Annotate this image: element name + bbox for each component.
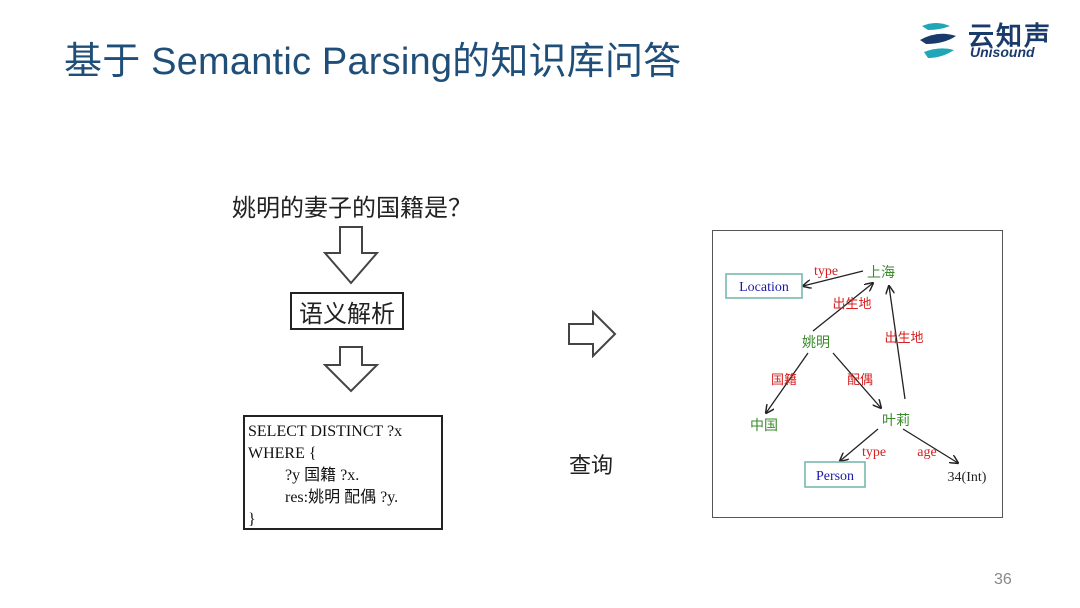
page-number: 36: [994, 571, 1012, 588]
shanghai-node: 上海: [867, 265, 895, 281]
location-node-box: [725, 273, 803, 299]
logo-text-cn: 云知声: [968, 22, 1053, 52]
edge-age: [902, 428, 958, 463]
yeli-node: 叶莉: [882, 413, 910, 429]
age-value-node: 34(Int): [948, 470, 987, 485]
sparql-query-box: SELECT DISTINCT ?x WHERE { ?y 国籍 ?x. res…: [243, 415, 443, 530]
edge-label-birthplace2: 出生地: [884, 331, 923, 346]
logo-mark-icon: [920, 23, 956, 58]
knowledge-graph-panel: Location 上海 姚明 中国 叶莉 Person 34(Int) type…: [712, 230, 1003, 518]
edge-label-age: age: [917, 445, 936, 460]
sparql-line: ?y 国籍 ?x.: [285, 467, 360, 484]
edge-type1: [803, 270, 864, 286]
yaoming-node: 姚明: [802, 335, 830, 351]
edge-label-spouse: 配偶: [847, 373, 873, 388]
sparql-line: WHERE {: [248, 445, 317, 462]
edge-label-birthplace1: 出生地: [832, 297, 871, 312]
knowledge-graph: Location 上海 姚明 中国 叶莉 Person 34(Int) type…: [725, 264, 987, 488]
edge-nationality: [766, 352, 809, 413]
edge-label-type1: type: [814, 264, 838, 279]
location-node: Location: [739, 280, 789, 295]
right-arrow-icon: [568, 310, 617, 358]
semantic-parsing-box: 语义解析: [290, 292, 404, 330]
question-text: 姚明的妻子的国籍是？: [232, 194, 472, 222]
sparql-line: SELECT DISTINCT ?x: [248, 423, 403, 440]
edge-type2: [840, 428, 879, 461]
query-label: 查询: [569, 454, 614, 479]
unisound-logo: 云知声 Unisound: [916, 18, 1066, 64]
edge-birthplace1: [812, 283, 873, 332]
page-title: 基于 Semantic Parsing的知识库问答: [64, 41, 682, 83]
edge-label-type2: type: [862, 445, 886, 460]
edge-spouse: [832, 352, 881, 408]
edge-birthplace2: [889, 286, 906, 400]
sparql-line: }: [248, 511, 256, 528]
person-node-box: [804, 461, 866, 488]
sparql-line: res:姚明 配偶 ?y.: [285, 489, 399, 506]
down-arrow-icon: [322, 346, 380, 393]
logo-text-en: Unisound: [970, 44, 1035, 60]
china-node: 中国: [750, 418, 778, 434]
person-node: Person: [816, 469, 854, 484]
down-arrow-icon: [322, 226, 380, 285]
edge-label-nationality: 国籍: [771, 372, 797, 388]
